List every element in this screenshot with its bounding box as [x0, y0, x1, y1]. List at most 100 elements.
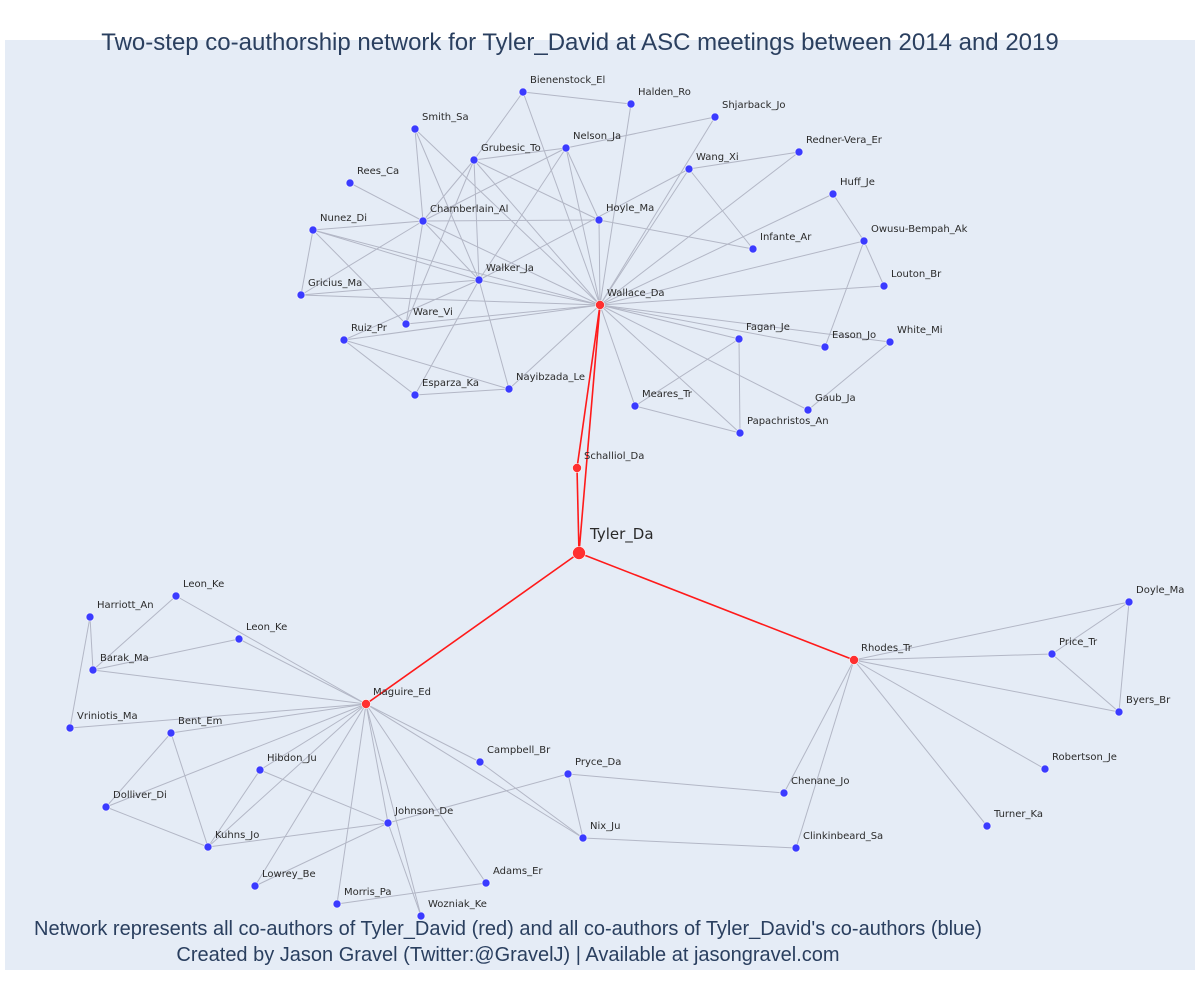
edge: [1118, 601, 1130, 713]
node-esparza-ka[interactable]: [410, 390, 420, 400]
node-label: Chamberlain_Al: [430, 204, 508, 215]
node-hoyle-ma[interactable]: [594, 215, 604, 225]
node-price-tr[interactable]: [1047, 649, 1057, 659]
node-halden-ro[interactable]: [626, 99, 636, 109]
node-hibdon-ju[interactable]: [255, 765, 265, 775]
edge: [473, 159, 480, 281]
node-huff-je[interactable]: [828, 189, 838, 199]
node-gricius-ma[interactable]: [296, 290, 306, 300]
node-dolliver-di[interactable]: [101, 802, 111, 812]
node-owusu-bempah-ak[interactable]: [859, 236, 869, 246]
node-fagan-je[interactable]: [734, 334, 744, 344]
node-lowrey-be[interactable]: [250, 881, 260, 891]
node-louton-br[interactable]: [879, 281, 889, 291]
edge: [599, 193, 834, 306]
node-nelson-ja[interactable]: [561, 143, 571, 153]
edge: [565, 116, 716, 149]
edge: [414, 279, 480, 396]
edge: [853, 659, 1046, 770]
edge: [599, 285, 885, 306]
node-bent-em[interactable]: [166, 728, 176, 738]
node-gaub-ja[interactable]: [803, 405, 813, 415]
node-chamberlain-al[interactable]: [418, 216, 428, 226]
node-label: Redner-Vera_Er: [806, 135, 883, 146]
node-wang-xi[interactable]: [684, 164, 694, 174]
node-label: Eason_Jo: [832, 330, 876, 341]
node-wallace-da[interactable]: [595, 300, 605, 310]
node-nayibzada-le[interactable]: [504, 384, 514, 394]
node-adams-er[interactable]: [481, 878, 491, 888]
edge: [387, 822, 422, 917]
node-wozniak-ke[interactable]: [416, 911, 426, 921]
node-nix-ju[interactable]: [578, 833, 588, 843]
edge: [254, 703, 367, 887]
node-label: Wang_Xi: [696, 152, 739, 163]
node-label: Shjarback_Jo: [722, 100, 786, 111]
edge: [599, 116, 716, 306]
node-clinkinbeard-sa[interactable]: [791, 843, 801, 853]
node-papachristos-an[interactable]: [735, 428, 745, 438]
node-smith-sa[interactable]: [410, 124, 420, 134]
edge: [105, 732, 172, 808]
node-leon-ke[interactable]: [171, 591, 181, 601]
node-byers-br[interactable]: [1114, 707, 1124, 717]
edge: [473, 91, 524, 161]
node-tyler-da[interactable]: [572, 546, 586, 560]
edge: [105, 703, 367, 808]
node-vriniotis-ma[interactable]: [65, 723, 75, 733]
edge: [422, 147, 567, 222]
node-bienenstock-el[interactable]: [518, 87, 528, 97]
node-schalliol-da[interactable]: [572, 463, 582, 473]
edge: [863, 240, 885, 287]
node-morris-pa[interactable]: [332, 899, 342, 909]
node-leon-ke[interactable]: [234, 634, 244, 644]
node-robertson-je[interactable]: [1040, 764, 1050, 774]
edge: [783, 659, 855, 794]
edge: [853, 653, 1053, 661]
edge: [1051, 653, 1120, 713]
node-label: Vriniotis_Ma: [77, 711, 138, 722]
node-chenane-jo[interactable]: [779, 788, 789, 798]
edge: [567, 773, 584, 839]
edge: [598, 219, 754, 250]
node-harriott-an[interactable]: [85, 612, 95, 622]
edge: [578, 304, 601, 554]
node-infante-ar[interactable]: [748, 244, 758, 254]
node-grubesic-to[interactable]: [469, 155, 479, 165]
node-rhodes-tr[interactable]: [849, 655, 859, 665]
edge: [565, 147, 601, 306]
edge: [478, 147, 567, 281]
node-label: Nayibzada_Le: [516, 372, 585, 383]
node-walker-ja[interactable]: [474, 275, 484, 285]
node-maguire-ed[interactable]: [361, 699, 371, 709]
node-white-mi[interactable]: [885, 337, 895, 347]
node-barak-ma[interactable]: [88, 665, 98, 675]
node-label: Hoyle_Ma: [606, 203, 654, 214]
node-johnson-de[interactable]: [383, 818, 393, 828]
node-eason-jo[interactable]: [820, 342, 830, 352]
edge: [478, 168, 690, 281]
edge: [312, 229, 480, 281]
node-shjarback-jo[interactable]: [710, 112, 720, 122]
node-ruiz-pr[interactable]: [339, 335, 349, 345]
node-label: Nix_Ju: [590, 821, 620, 832]
caption-line-1: Network represents all co-authors of Tyl…: [34, 918, 982, 940]
node-doyle-ma[interactable]: [1124, 597, 1134, 607]
edge: [599, 151, 800, 306]
node-campbell-br[interactable]: [475, 757, 485, 767]
node-meares-tr[interactable]: [630, 401, 640, 411]
edge: [1051, 601, 1130, 655]
node-turner-ka[interactable]: [982, 821, 992, 831]
edge: [300, 220, 424, 296]
edge: [343, 339, 510, 390]
node-redner-vera-er[interactable]: [794, 147, 804, 157]
edge: [414, 128, 601, 306]
edge: [105, 806, 209, 848]
node-kuhns-jo[interactable]: [203, 842, 213, 852]
node-pryce-da[interactable]: [563, 769, 573, 779]
node-rees-ca[interactable]: [345, 178, 355, 188]
edges-layer: [69, 91, 1130, 917]
node-nunez-di[interactable]: [308, 225, 318, 235]
node-ware-vi[interactable]: [401, 319, 411, 329]
